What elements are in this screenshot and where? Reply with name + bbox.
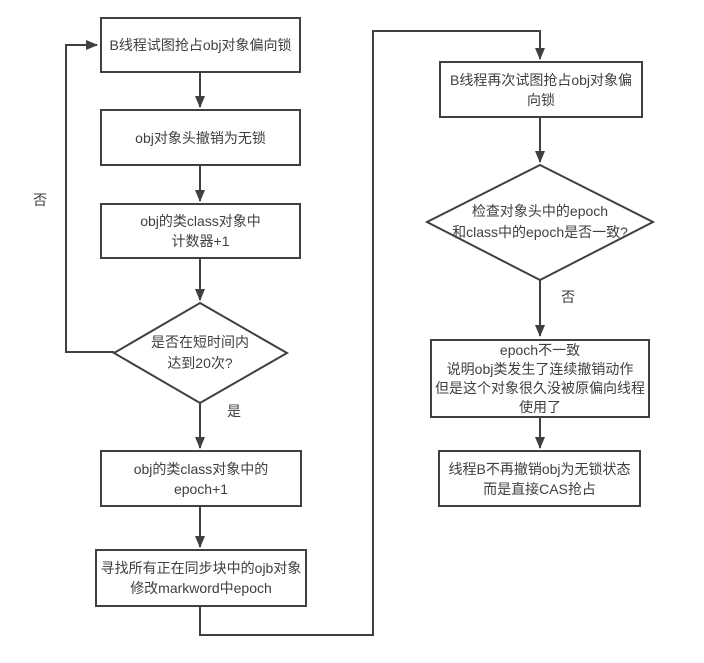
edge-label-yes: 是 [227,403,241,419]
node-label: obj对象头撤销为无锁 [135,129,266,146]
node-label: 线程B不再撤销obj为无锁状态 而是直接CAS抢占 [448,460,631,497]
node-revoke-header-lockfree: obj对象头撤销为无锁 [100,109,301,166]
node-label: obj的类class对象中的 epoch+1 [133,460,269,497]
node-label: 寻找所有正在同步块中的ojb对象 修改markword中epoch [100,560,302,596]
edge-markword-to-retry [199,30,545,636]
node-direct-cas-acquire: 线程B不再撤销obj为无锁状态 而是直接CAS抢占 [438,450,641,507]
node-retry-acquire-biased-lock: B线程再次试图抢占obj对象偏 向锁 [439,61,643,118]
node-class-epoch-increment: obj的类class对象中的 epoch+1 [100,450,302,507]
node-label: B线程试图抢占obj对象偏向锁 [109,37,292,53]
node-label: B线程再次试图抢占obj对象偏 向锁 [449,71,633,108]
node-epoch-mismatch-explanation: epoch不一致 说明obj类发生了连续撤销动作 但是这个对象很久没被原偏向线程… [430,339,650,418]
edge-label-no-loopback: 否 [33,192,47,208]
decision-short-time-shape [112,301,290,405]
node-update-markword-epoch: 寻找所有正在同步块中的ojb对象 修改markword中epoch [95,549,307,607]
node-label: epoch不一致 说明obj类发生了连续撤销动作 但是这个对象很久没被原偏向线程… [435,341,645,415]
decision-epoch-check-shape [424,163,656,282]
edge-decision-no-loopback [65,40,114,353]
node-class-counter-increment: obj的类class对象中 计数器+1 [100,203,301,259]
node-label: obj的类class对象中 计数器+1 [140,213,261,249]
node-try-acquire-biased-lock: B线程试图抢占obj对象偏向锁 [100,17,301,73]
edge-label-no: 否 [561,289,575,305]
